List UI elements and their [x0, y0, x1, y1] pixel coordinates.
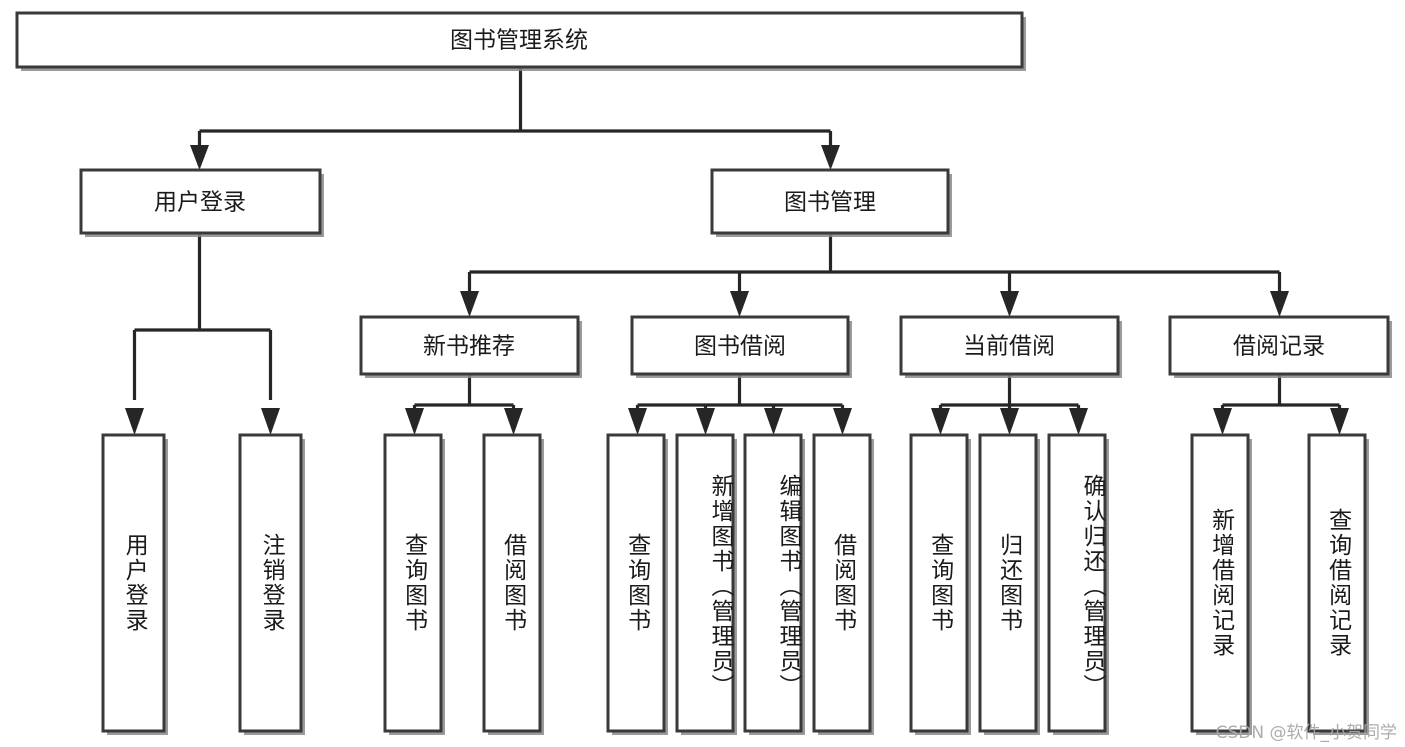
- node-leaf-br-add-record[interactable]: [1190, 433, 1252, 735]
- node-leaf-cb-confirm-return[interactable]: [1047, 433, 1109, 735]
- node-current-borrow[interactable]: 当前借阅: [899, 315, 1122, 378]
- node-leaf-logout[interactable]: [238, 433, 305, 735]
- arrowhead-cb-leaf-3: [1069, 408, 1088, 435]
- arrowhead-new-book-rec: [460, 291, 479, 317]
- node-root[interactable]: 图书管理系统: [15, 11, 1026, 71]
- leaf-7-box: [812, 433, 872, 733]
- arrowhead-nbr-leaf-2: [504, 408, 523, 435]
- current-borrow-label: 当前借阅: [963, 334, 1055, 360]
- new-book-rec-box: [359, 315, 580, 376]
- node-leaf-br-query-record[interactable]: [1307, 433, 1369, 735]
- root-box: [15, 11, 1024, 69]
- node-leaf-nbr-borrow-book[interactable]: [482, 433, 544, 735]
- arrowhead-bb-leaf-3: [764, 408, 783, 435]
- node-leaf-bb-edit-book[interactable]: [743, 433, 805, 735]
- node-leaf-cb-query-book[interactable]: [909, 433, 971, 735]
- current-borrow-box: [899, 315, 1120, 376]
- arrowhead-br-leaf-2: [1330, 408, 1349, 435]
- book-manage-label: 图书管理: [784, 190, 876, 216]
- borrow-record-box: [1168, 315, 1390, 376]
- leaf-11-box: [1190, 433, 1250, 733]
- leaf-9-box: [978, 433, 1038, 733]
- node-user-login[interactable]: 用户登录: [79, 168, 324, 237]
- book-borrow-label: 图书借阅: [694, 334, 786, 360]
- book-borrow-box: [630, 315, 850, 376]
- node-layer: 图书管理系统 用户登录 图书管理 新书推荐: [15, 11, 1392, 735]
- leaf-5-box: [675, 433, 735, 733]
- arrowhead-bb-leaf-2: [696, 408, 715, 435]
- leaf-8-box: [909, 433, 969, 733]
- arrowhead-leaf-logout: [261, 408, 280, 435]
- user-login-box: [79, 168, 322, 235]
- leaf-10-box: [1047, 433, 1107, 733]
- leaf-3-box: [482, 433, 542, 733]
- node-leaf-nbr-query-book[interactable]: [383, 433, 445, 735]
- leaf-4-box: [606, 433, 666, 733]
- arrowhead-br-leaf-1: [1213, 408, 1232, 435]
- leaf-12-box: [1307, 433, 1367, 733]
- leaf-2-box: [383, 433, 443, 733]
- borrow-record-label: 借阅记录: [1233, 334, 1325, 360]
- arrowhead-bb-leaf-4: [833, 408, 852, 435]
- arrowhead-nbr-leaf-1: [405, 408, 424, 435]
- csdn-watermark: CSDN @软件_小贺同学: [1215, 723, 1397, 743]
- root-label: 图书管理系统: [450, 28, 588, 54]
- node-leaf-bb-borrow-book[interactable]: [812, 433, 874, 735]
- connector-layer: [125, 67, 1349, 435]
- node-borrow-record[interactable]: 借阅记录: [1168, 315, 1392, 378]
- leaf-6-box: [743, 433, 803, 733]
- arrowhead-bb-leaf-1: [628, 408, 647, 435]
- book-manage-box: [710, 168, 950, 235]
- arrowhead-leaf-user-login: [125, 408, 144, 435]
- arrowhead-cb-leaf-1: [931, 408, 950, 435]
- arrowhead-current-borrow: [1000, 291, 1019, 317]
- user-login-label: 用户登录: [154, 190, 246, 216]
- arrowhead-cb-leaf-2: [1000, 408, 1019, 435]
- node-new-book-recommend[interactable]: 新书推荐: [359, 315, 582, 378]
- node-leaf-cb-return-book[interactable]: [978, 433, 1040, 735]
- new-book-rec-label: 新书推荐: [423, 334, 515, 360]
- node-leaf-user-login[interactable]: [101, 433, 168, 735]
- arrowhead-book-manage: [821, 145, 840, 170]
- arrowhead-book-borrow: [730, 291, 749, 317]
- node-leaf-bb-query-book[interactable]: [606, 433, 668, 735]
- node-leaf-bb-add-book[interactable]: [675, 433, 737, 735]
- node-book-manage[interactable]: 图书管理: [710, 168, 952, 237]
- leaf-0-box: [101, 433, 166, 733]
- node-book-borrow[interactable]: 图书借阅: [630, 315, 852, 378]
- arrowhead-user-login: [190, 145, 209, 170]
- arrowhead-borrow-record: [1270, 291, 1289, 317]
- leaf-1-box: [238, 433, 303, 733]
